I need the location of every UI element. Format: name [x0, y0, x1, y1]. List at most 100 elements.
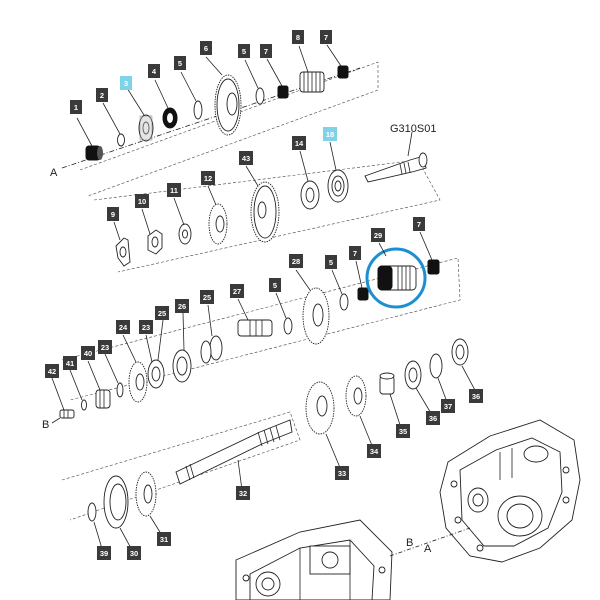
row-4-leaders [93, 365, 477, 553]
part-11-washer [178, 223, 192, 245]
svg-text:2: 2 [100, 91, 104, 100]
label-5d: 5 [269, 278, 281, 292]
svg-text:39: 39 [100, 549, 108, 558]
ref-letter-a-row1: A [50, 167, 58, 179]
label-5a: 5 [174, 56, 186, 70]
part-41-ring [81, 399, 87, 411]
svg-text:24: 24 [119, 323, 128, 332]
svg-text:26: 26 [178, 302, 186, 311]
label-25a: 25 [155, 306, 169, 320]
label-30: 30 [127, 546, 141, 560]
part-7-bushing-a [277, 85, 289, 99]
gearbox-housing-bottom [235, 519, 393, 600]
label-1: 1 [70, 100, 82, 114]
svg-text:5: 5 [242, 47, 246, 56]
part-8-spline-gear [299, 71, 325, 93]
label-12: 12 [201, 171, 215, 185]
svg-text:30: 30 [130, 549, 138, 558]
svg-text:8: 8 [296, 33, 300, 42]
svg-text:5: 5 [178, 59, 182, 68]
svg-text:35: 35 [399, 427, 407, 436]
part-1-needle-bearing [85, 145, 103, 161]
label-18: 18 [323, 127, 337, 141]
label-2: 2 [96, 88, 108, 102]
label-9: 9 [107, 207, 119, 221]
part-26-bearing [172, 349, 192, 383]
label-25b: 25 [200, 290, 214, 304]
part-25-ring-a [209, 335, 223, 361]
part-28-gear [302, 287, 330, 345]
svg-text:43: 43 [242, 154, 250, 163]
label-34: 34 [367, 444, 381, 458]
label-14: 14 [292, 136, 306, 150]
part-18-pinion-shaft [364, 152, 428, 183]
svg-text:14: 14 [295, 139, 304, 148]
part-34-gear [345, 375, 367, 417]
part-5-ring-a [193, 100, 203, 120]
group-frames [61, 61, 461, 521]
part-9-lock-plate [115, 237, 131, 267]
svg-text:18: 18 [326, 130, 334, 139]
svg-text:6: 6 [204, 44, 208, 53]
svg-text:36: 36 [472, 392, 480, 401]
part-24-gear [128, 361, 148, 403]
svg-text:3: 3 [124, 79, 128, 88]
svg-text:5: 5 [329, 258, 333, 267]
part-6-large-gear [214, 74, 242, 136]
part-7-bushing-c [357, 287, 369, 301]
row-3-parts: B [42, 247, 440, 431]
svg-text:37: 37 [444, 402, 452, 411]
label-5b: 5 [238, 44, 250, 58]
part-5-ring-b [255, 87, 265, 105]
row-1-leaders [76, 44, 342, 147]
part-12-gear [208, 203, 228, 245]
part-40-needle-bearing [95, 389, 111, 409]
svg-text:33: 33 [338, 469, 346, 478]
label-36b: 36 [426, 411, 440, 425]
part-36-bearing-b [451, 338, 469, 366]
label-3: 3 [120, 76, 132, 90]
svg-text:34: 34 [370, 447, 379, 456]
svg-text:29: 29 [374, 231, 382, 240]
label-27: 27 [230, 284, 244, 298]
svg-text:4: 4 [152, 67, 157, 76]
label-42: 42 [45, 364, 59, 378]
svg-text:31: 31 [160, 535, 168, 544]
figure-code: G310S01 [390, 123, 436, 135]
label-36a: 36 [469, 389, 483, 403]
row-2-parts [115, 152, 428, 267]
label-7d: 7 [349, 246, 361, 260]
svg-text:5: 5 [273, 281, 277, 290]
part-23-ring-small [116, 382, 124, 398]
ref-letter-b-row3: B [42, 419, 49, 431]
part-4-bearing [162, 107, 178, 129]
svg-text:12: 12 [204, 174, 212, 183]
ref-letter-a-housing: A [424, 543, 432, 555]
part-39-circlip [87, 502, 97, 522]
svg-text:23: 23 [101, 343, 109, 352]
label-39: 39 [97, 546, 111, 560]
label-10: 10 [135, 194, 149, 208]
part-5-ring-c [339, 293, 349, 311]
part-14-ring [300, 180, 320, 210]
label-8: 8 [292, 30, 304, 44]
svg-text:41: 41 [66, 359, 74, 368]
part-29-spline-shaft [377, 265, 417, 291]
part-30-synchro-hub [103, 475, 129, 529]
part-43-large-gear [250, 181, 280, 243]
label-28: 28 [289, 254, 303, 268]
highlight-circle [365, 247, 427, 309]
row-2-leaders [113, 131, 413, 241]
label-33: 33 [335, 466, 349, 480]
svg-text:1: 1 [74, 103, 78, 112]
part-7-bushing-d [427, 259, 440, 275]
gearbox-housing-right [439, 419, 581, 563]
svg-text:28: 28 [292, 257, 300, 266]
svg-text:7: 7 [324, 33, 328, 42]
label-7c: 7 [413, 217, 425, 231]
part-7-bushing-b [337, 65, 349, 79]
svg-text:25: 25 [203, 293, 211, 302]
row-3-leaders [51, 231, 433, 411]
label-32: 32 [236, 486, 250, 500]
row-4-parts [87, 338, 469, 529]
